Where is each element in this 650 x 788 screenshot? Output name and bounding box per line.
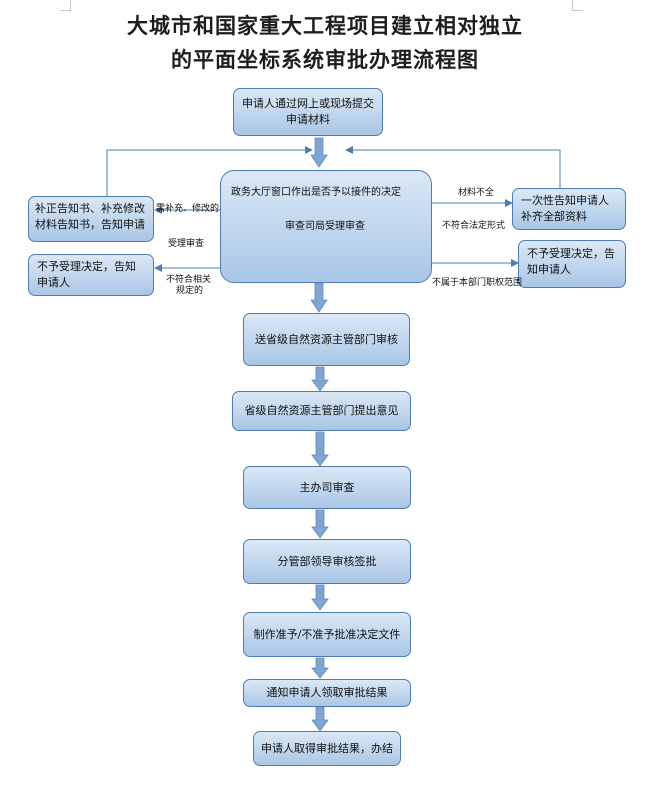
supplement-notice-text: 补正告知书、补充修改材料告知书，告知申请: [35, 202, 145, 231]
down-arrow-3: [311, 366, 329, 392]
supplement-notice-box: 补正告知书、补充修改材料告知书，告知申请: [28, 196, 154, 242]
apply-box-line-2: 申请材料: [286, 113, 330, 126]
make-decision-doc-text: 制作准予/不准予批准决定文件: [253, 627, 401, 641]
loop-right-line: [345, 146, 561, 188]
finish-text: 申请人取得审批结果，办结: [261, 741, 393, 755]
label-out-of-scope: 不属于本部门职权范围: [432, 278, 523, 288]
down-arrow-6: [311, 584, 329, 611]
label-incomplete: 材料不全: [458, 188, 495, 198]
reject-left-box: 不予受理决定，告知申请人: [28, 254, 154, 296]
loop-left-line: [106, 146, 313, 196]
notify-result-text: 通知申请人领取审批结果: [266, 686, 388, 699]
notify-result-box: 通知申请人领取审批结果: [243, 679, 411, 707]
reject-right-text: 不予受理决定，告知申请人: [527, 247, 615, 276]
label-wrong-form: 不符合法定形式: [442, 221, 506, 231]
hall-decision-line-1: 政务大厅窗口作出是否予以接件的决定: [231, 187, 401, 198]
reject-right-box: 不予受理决定，告知申请人: [518, 240, 626, 288]
province-opinion-box: 省级自然资源主管部门提出意见: [232, 391, 411, 431]
send-province-text: 送省级自然资源主管部门审核: [255, 332, 398, 346]
down-arrow-4: [311, 431, 329, 467]
reject-left-text: 不予受理决定，告知申请人: [37, 260, 136, 289]
apply-box-line-1: 申请人通过网上或现场提交: [242, 97, 374, 110]
down-arrow-8: [311, 706, 329, 732]
corner-mark-top-left: [60, 0, 71, 11]
down-arrow-1: [310, 137, 328, 168]
hall-decision-box: 政务大厅窗口作出是否予以接件的决定 审查司局受理审查: [220, 170, 432, 283]
leader-sign-box: 分管部领导审核签批: [243, 539, 411, 584]
main-dept-review-box: 主办司审查: [243, 466, 411, 509]
page-title-line-2: 的平面坐标系统审批办理流程图: [171, 48, 479, 72]
once-notify-box: 一次性告知申请人补齐全部资料: [512, 188, 626, 230]
down-arrow-2: [310, 282, 328, 313]
send-province-box: 送省级自然资源主管部门审核: [243, 313, 410, 366]
main-dept-review-text: 主办司审查: [299, 480, 355, 494]
once-notify-text: 一次性告知申请人补齐全部资料: [521, 194, 609, 223]
label-accept-review: 受理审查: [168, 239, 205, 249]
apply-box: 申请人通过网上或现场提交 申请材料: [233, 88, 383, 136]
province-opinion-text: 省级自然资源主管部门提出意见: [244, 404, 399, 417]
label-need-supplement: 需补充、修改的: [156, 204, 220, 214]
page-title-line-1: 大城市和国家重大工程项目建立相对独立: [127, 14, 523, 38]
corner-mark-top-right: [572, 0, 583, 11]
leader-sign-text: 分管部领导审核签批: [277, 554, 377, 568]
label-not-meet-line-1: 不符合相关: [166, 275, 212, 285]
down-arrow-7: [311, 657, 329, 679]
down-arrow-5: [311, 509, 329, 539]
make-decision-doc-box: 制作准予/不准予批准决定文件: [243, 612, 411, 657]
label-not-meet-line-2: 规定的: [176, 286, 204, 296]
hall-decision-line-2: 审查司局受理审查: [285, 221, 365, 232]
finish-box: 申请人取得审批结果，办结: [253, 731, 401, 766]
